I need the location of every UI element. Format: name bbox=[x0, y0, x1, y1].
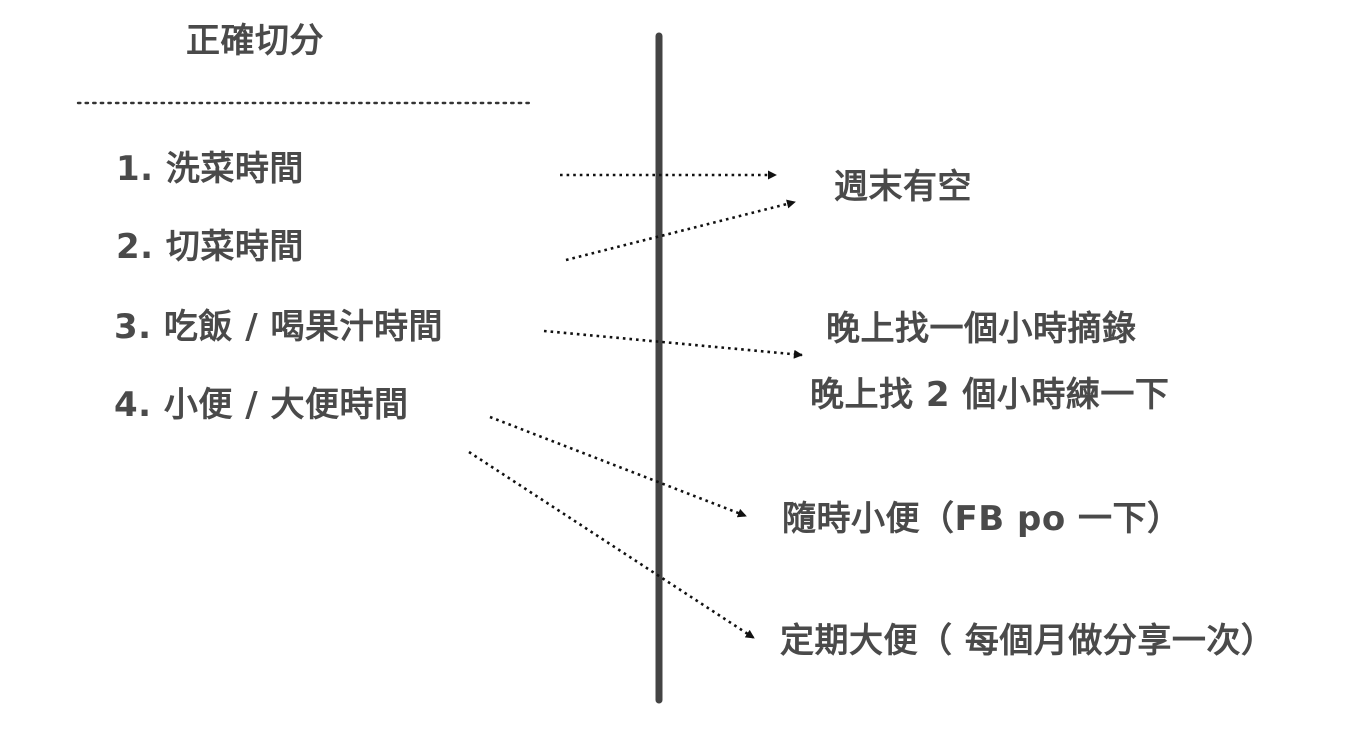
arrow-poop-to-regular bbox=[468, 450, 755, 640]
right-item-weekend: 週末有空 bbox=[834, 167, 972, 207]
left-item-eat: 3. 吃飯 / 喝果汁時間 bbox=[114, 307, 444, 347]
arrow-pee-to-anytime bbox=[489, 415, 747, 518]
arrow-eat-to-evening bbox=[543, 329, 803, 359]
left-item-cut: 2. 切菜時間 bbox=[116, 227, 304, 267]
diagram-title: 正確切分 bbox=[186, 21, 324, 61]
arrow-cut-to-weekend bbox=[565, 199, 796, 262]
left-item-toilet: 4. 小便 / 大便時間 bbox=[114, 385, 409, 425]
right-item-evening-practice: 晚上找 2 個小時練一下 bbox=[810, 375, 1170, 415]
left-item-wash: 1. 洗菜時間 bbox=[116, 149, 304, 189]
right-item-evening-excerpt: 晚上找一個小時摘錄 bbox=[826, 309, 1137, 349]
right-item-regular: 定期大便（ 每個月做分享一次） bbox=[780, 621, 1276, 661]
right-item-anytime: 隨時小便（FB po 一下） bbox=[782, 499, 1182, 539]
